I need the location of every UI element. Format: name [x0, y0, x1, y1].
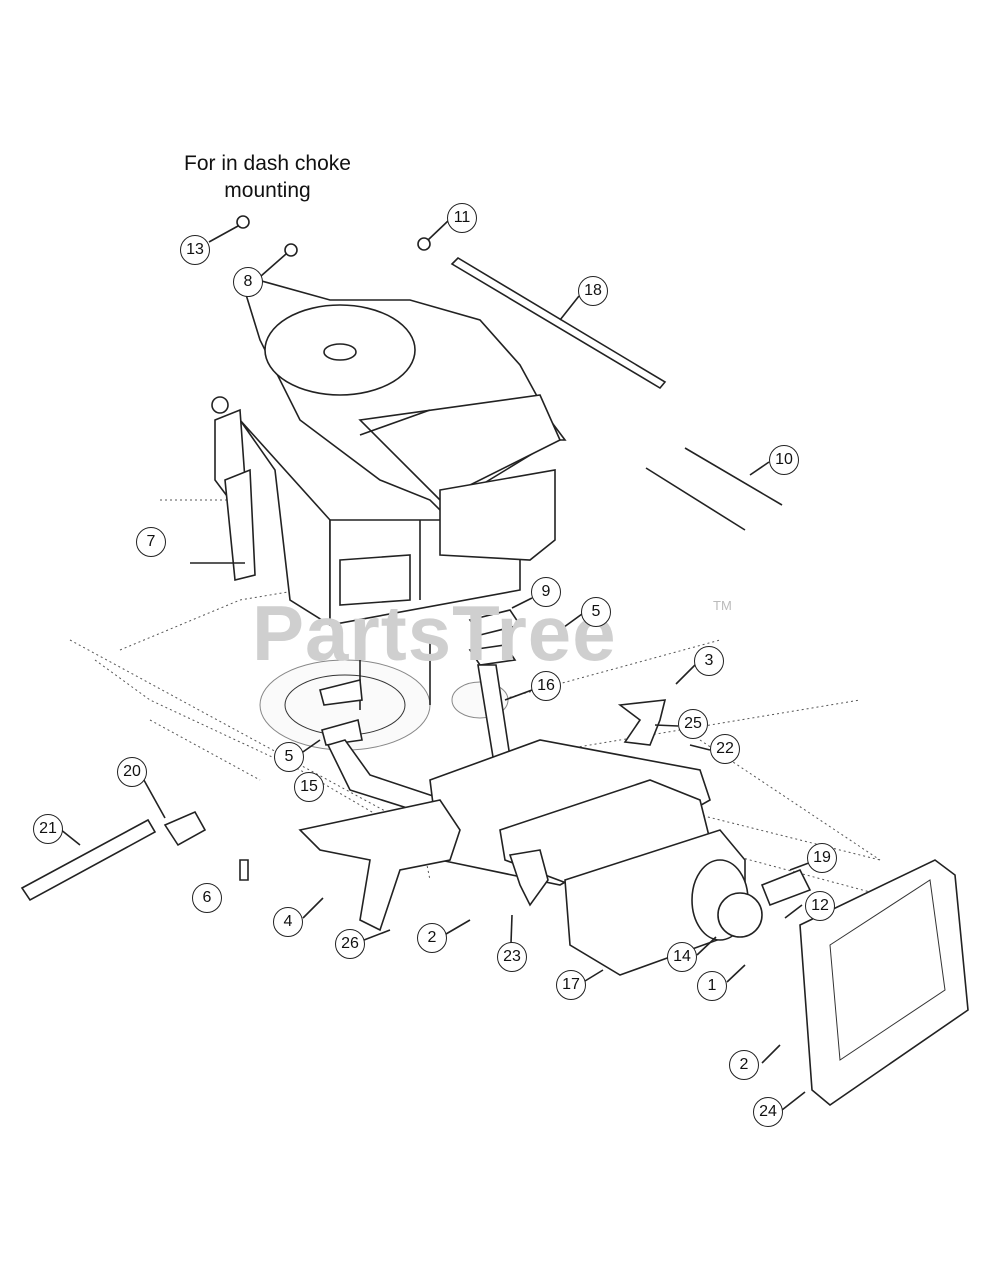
- cable-ties-10: [645, 447, 783, 531]
- callout-23[interactable]: 23: [497, 942, 527, 972]
- callout-12[interactable]: 12: [805, 891, 835, 921]
- callout-25[interactable]: 25: [678, 709, 708, 739]
- callout-11[interactable]: 11: [447, 203, 477, 233]
- callout-4[interactable]: 4: [273, 907, 303, 937]
- bracket-23: [508, 849, 549, 907]
- callout-2[interactable]: 2: [729, 1050, 759, 1080]
- callout-22[interactable]: 22: [710, 734, 740, 764]
- engine: [211, 273, 567, 710]
- fitting-20: [163, 810, 207, 847]
- trademark-mark: TM: [713, 598, 732, 613]
- callout-18[interactable]: 18: [578, 276, 608, 306]
- callout-13[interactable]: 13: [180, 235, 210, 265]
- callout-6[interactable]: 6: [192, 883, 222, 913]
- callout-15[interactable]: 15: [294, 772, 324, 802]
- rod-18: [450, 256, 667, 390]
- muffler-guard-24: [799, 859, 969, 1107]
- callout-16[interactable]: 16: [531, 671, 561, 701]
- callout-19[interactable]: 19: [807, 843, 837, 873]
- leader-lines: [59, 219, 823, 1111]
- note-line-2: mounting: [224, 179, 311, 202]
- choke-mounting-note: For in dash choke mounting: [150, 150, 385, 204]
- bracket-25: [617, 699, 667, 746]
- callout-14[interactable]: 14: [667, 942, 697, 972]
- bolt-6: [239, 859, 249, 881]
- choke-hardware: [236, 215, 431, 257]
- hose-21: [20, 818, 157, 902]
- callout-1[interactable]: 1: [697, 971, 727, 1001]
- part-12: [760, 868, 812, 907]
- callout-5[interactable]: 5: [581, 597, 611, 627]
- callout-17[interactable]: 17: [556, 970, 586, 1000]
- note-line-1: For in dash choke: [184, 152, 351, 175]
- callout-21[interactable]: 21: [33, 814, 63, 844]
- callout-8[interactable]: 8: [233, 267, 263, 297]
- callout-7[interactable]: 7: [136, 527, 166, 557]
- bracket-26: [298, 799, 461, 932]
- callout-20[interactable]: 20: [117, 757, 147, 787]
- watermark-logo: PartsTree: [252, 589, 617, 677]
- gaskets: [319, 609, 522, 746]
- callout-2[interactable]: 2: [417, 923, 447, 953]
- callout-26[interactable]: 26: [335, 929, 365, 959]
- callout-9[interactable]: 9: [531, 577, 561, 607]
- callout-3[interactable]: 3: [694, 646, 724, 676]
- callout-10[interactable]: 10: [769, 445, 799, 475]
- muffler: [429, 739, 763, 976]
- callout-24[interactable]: 24: [753, 1097, 783, 1127]
- callout-5[interactable]: 5: [274, 742, 304, 772]
